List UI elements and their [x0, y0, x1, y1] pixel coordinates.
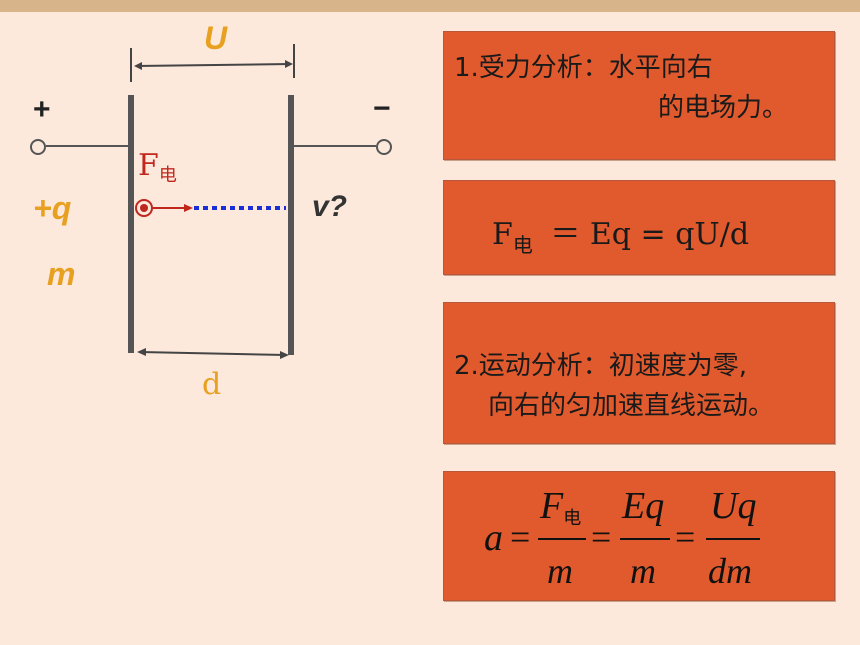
fraction1-numerator: F电 — [540, 484, 582, 529]
top-bar — [0, 0, 860, 12]
force-formula-panel: F电 ＝ Eq = qU/d — [443, 180, 835, 275]
d-arrow-right — [280, 351, 289, 359]
left-plate — [128, 95, 134, 353]
formula-F: F — [492, 217, 513, 252]
fraction2-bar — [620, 538, 670, 540]
fraction1-num-sub: 电 — [563, 508, 582, 529]
formula-subscript: 电 — [512, 233, 533, 257]
force-formula: F电 ＝ Eq = qU/d — [492, 209, 750, 257]
fraction3-bar — [706, 538, 760, 540]
minus-sign: − — [373, 92, 391, 125]
motion-analysis-panel: 2.运动分析：初速度为零, 向右的匀加速直线运动。 — [443, 302, 835, 444]
charge-particle-core — [140, 204, 148, 212]
motion-analysis-line1: 2.运动分析：初速度为零, — [454, 351, 748, 381]
d-dimension-line — [139, 351, 287, 356]
u-dimension-line — [135, 63, 291, 67]
force-label: F电 — [138, 148, 177, 186]
fraction3-numerator: Uq — [710, 485, 757, 527]
velocity-label: v? — [312, 190, 348, 223]
force-subscript: 电 — [158, 165, 177, 186]
fraction1-bar — [538, 538, 586, 540]
voltage-label: U — [204, 20, 228, 56]
right-terminal — [376, 139, 392, 155]
fraction1-num-F: F — [540, 485, 564, 527]
motion-analysis-line2: 向右的匀加速直线运动。 — [488, 391, 775, 421]
acceleration-formula: a = F电 m = Eq m = Uq dm — [444, 472, 836, 602]
accel-eq1: = — [510, 517, 531, 557]
fraction2-numerator: Eq — [622, 485, 665, 527]
force-analysis-panel: 1.受力分析：水平向右 的电场力。 — [443, 31, 835, 160]
plus-sign: + — [33, 93, 51, 126]
force-analysis-line1: 1.受力分析：水平向右 — [454, 53, 713, 83]
accel-eq2: = — [591, 517, 612, 557]
fraction1-denominator: m — [547, 551, 573, 591]
d-arrow-left — [137, 348, 146, 356]
distance-label: d — [202, 367, 222, 402]
u-arrow-right — [285, 60, 293, 68]
force-arrow-head — [184, 204, 193, 212]
charge-label: +q — [33, 190, 72, 226]
acceleration-formula-panel: a = F电 m = Eq m = Uq dm — [443, 471, 835, 601]
u-arrow-left — [134, 62, 142, 70]
formula-rest: ＝ Eq = qU/d — [550, 217, 750, 252]
fraction2-denominator: m — [630, 551, 656, 591]
accel-eq3: = — [675, 517, 696, 557]
accel-a: a — [484, 517, 503, 559]
left-terminal — [30, 139, 46, 155]
force-analysis-line2: 的电场力。 — [658, 93, 789, 123]
force-F: F — [138, 148, 159, 183]
mass-label: m — [47, 256, 76, 292]
fraction3-denominator: dm — [708, 551, 752, 591]
right-plate — [288, 95, 294, 355]
